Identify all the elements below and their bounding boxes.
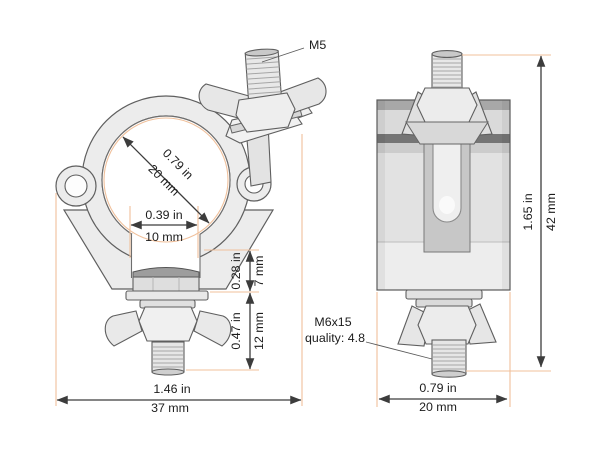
- front-wing-nut-hub: [138, 306, 198, 342]
- base-height-mm-label: 7 mm: [252, 256, 266, 287]
- front-slot-walls: [130, 234, 201, 278]
- front-wing-nut-right-wing: [193, 310, 232, 347]
- side-bottom-threaded-stud: [431, 339, 467, 378]
- base-height-in-label: 0.28 in: [229, 252, 243, 289]
- body-width-in-label: 0.79 in: [419, 381, 456, 395]
- extension-lines: [55, 54, 551, 407]
- m6-leader-line: [365, 341, 433, 360]
- dim-bore-diameter-line: [122, 136, 210, 224]
- side-bottom-wing-nut-hub: [417, 305, 477, 345]
- front-bottom-threaded-stud: [151, 341, 185, 376]
- slot-width-mm-label: 10 mm: [145, 230, 183, 244]
- m5-leader-line: [261, 47, 305, 63]
- clamp-front-view: [55, 48, 327, 376]
- front-hex-head-chamfer: [132, 267, 200, 279]
- overall-width-in-label: 1.46 in: [153, 382, 190, 396]
- front-top-wing-nut-hub: [235, 92, 296, 133]
- bolt-protrusion-mm-label: 12 mm: [252, 312, 266, 350]
- m5-label: M5: [309, 38, 326, 52]
- front-bottom-washer: [125, 290, 209, 301]
- front-tube-circle: [103, 117, 229, 243]
- front-hex-facets: [152, 277, 180, 293]
- clamp-side-view: [376, 50, 511, 378]
- slot-width-in-label: 0.39 in: [145, 208, 182, 222]
- bolt-protrusion-in-label: 0.47 in: [229, 312, 243, 349]
- m6-quality-label: quality: 4.8: [305, 331, 365, 345]
- side-top-wing-nut-hub: [416, 87, 478, 123]
- dimension-lines: [56, 47, 546, 405]
- side-top-cone-washer: [405, 121, 489, 145]
- overall-height-in-label: 1.65 in: [521, 193, 535, 230]
- overall-height-mm-label: 42 mm: [544, 193, 558, 231]
- m6-size-label: M6x15: [314, 315, 351, 329]
- front-left-hinge-hole: [64, 174, 88, 198]
- front-latch-assembly: [198, 48, 327, 187]
- front-wing-nut-left-wing: [104, 310, 143, 347]
- side-top-assembly: [401, 50, 493, 145]
- side-bottom-assembly: [397, 289, 497, 378]
- side-swing-bolt-highlight: [439, 196, 455, 214]
- body-width-mm-label: 20 mm: [419, 400, 457, 414]
- side-bottom-washer: [405, 289, 483, 300]
- overall-width-mm-label: 37 mm: [151, 401, 189, 415]
